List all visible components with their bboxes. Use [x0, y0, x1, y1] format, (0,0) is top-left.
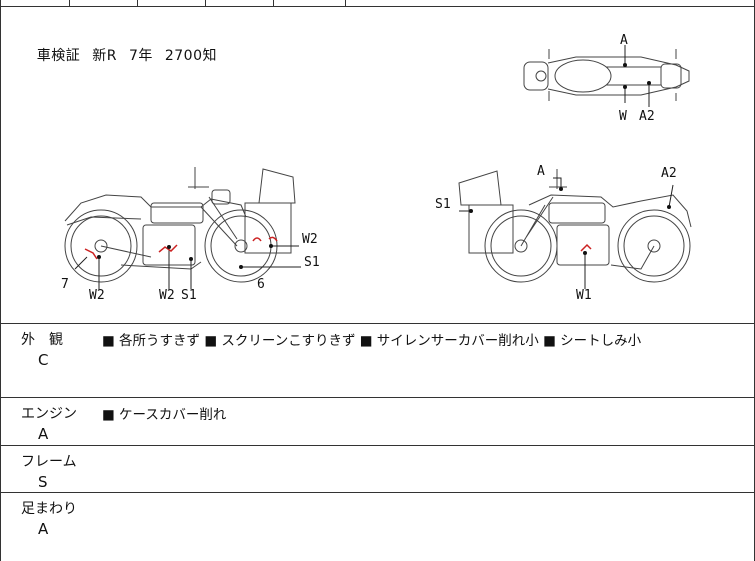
label-left-W2-c: W2	[302, 232, 318, 247]
section-label: フレーム	[21, 454, 77, 470]
condition-diagram-area: 車検証新R 7年 2700知	[1, 7, 754, 324]
registration-year: 7年	[128, 48, 153, 64]
leader-lines	[74, 45, 674, 289]
registration-label: 車検証	[36, 48, 81, 64]
top-view-bike	[523, 49, 690, 101]
label-left-S1-a: S1	[181, 288, 197, 303]
section-grade: A	[38, 425, 49, 443]
section-frame: フレーム S	[1, 446, 754, 493]
label-top-W: W	[619, 109, 627, 124]
label-left-W2-a: W2	[89, 288, 105, 303]
mileage: 2700知	[164, 48, 217, 64]
right-side-view-bike	[458, 169, 692, 283]
registration-status: 新R	[92, 48, 117, 64]
label-right-S1: S1	[435, 197, 451, 212]
label-top-A: A	[620, 33, 628, 48]
label-right-A2: A2	[661, 166, 677, 181]
label-left-S1-b: S1	[304, 255, 320, 270]
label-right-W1: W1	[576, 288, 592, 303]
label-right-A: A	[537, 164, 545, 179]
damage-marks	[84, 236, 592, 260]
label-left-7: 7	[61, 277, 69, 292]
label-left-W2-b: W2	[159, 288, 175, 303]
motorcycle-diagrams: A W A2 7 W2 W2 S1 6 W2 S1 A A2 S1 W1	[61, 33, 692, 303]
section-notes: ■ ケースカバー削れ	[102, 407, 227, 423]
section-suspension: 足まわり A	[1, 493, 754, 561]
label-top-A2: A2	[639, 109, 655, 124]
section-grade: S	[38, 473, 48, 491]
section-exterior: 外 観 C ■ 各所うすきず ■ スクリーンこすりきず ■ サイレンサーカバー削…	[1, 324, 754, 398]
section-notes: ■ 各所うすきず ■ スクリーンこすりきず ■ サイレンサーカバー削れ小 ■ シ…	[102, 333, 642, 349]
section-engine: エンジン A ■ ケースカバー削れ	[1, 398, 754, 446]
section-label: エンジン	[21, 406, 77, 422]
registration-info: 車検証新R 7年 2700知	[7, 29, 229, 81]
diagram-labels: A W A2 7 W2 W2 S1 6 W2 S1 A A2 S1 W1	[61, 33, 677, 303]
section-grade: A	[38, 520, 49, 538]
section-label: 足まわり	[21, 501, 77, 517]
section-grade: C	[38, 351, 49, 369]
header-row-remnant	[1, 0, 754, 7]
section-label: 外 観	[21, 332, 63, 348]
label-left-6: 6	[257, 277, 265, 292]
